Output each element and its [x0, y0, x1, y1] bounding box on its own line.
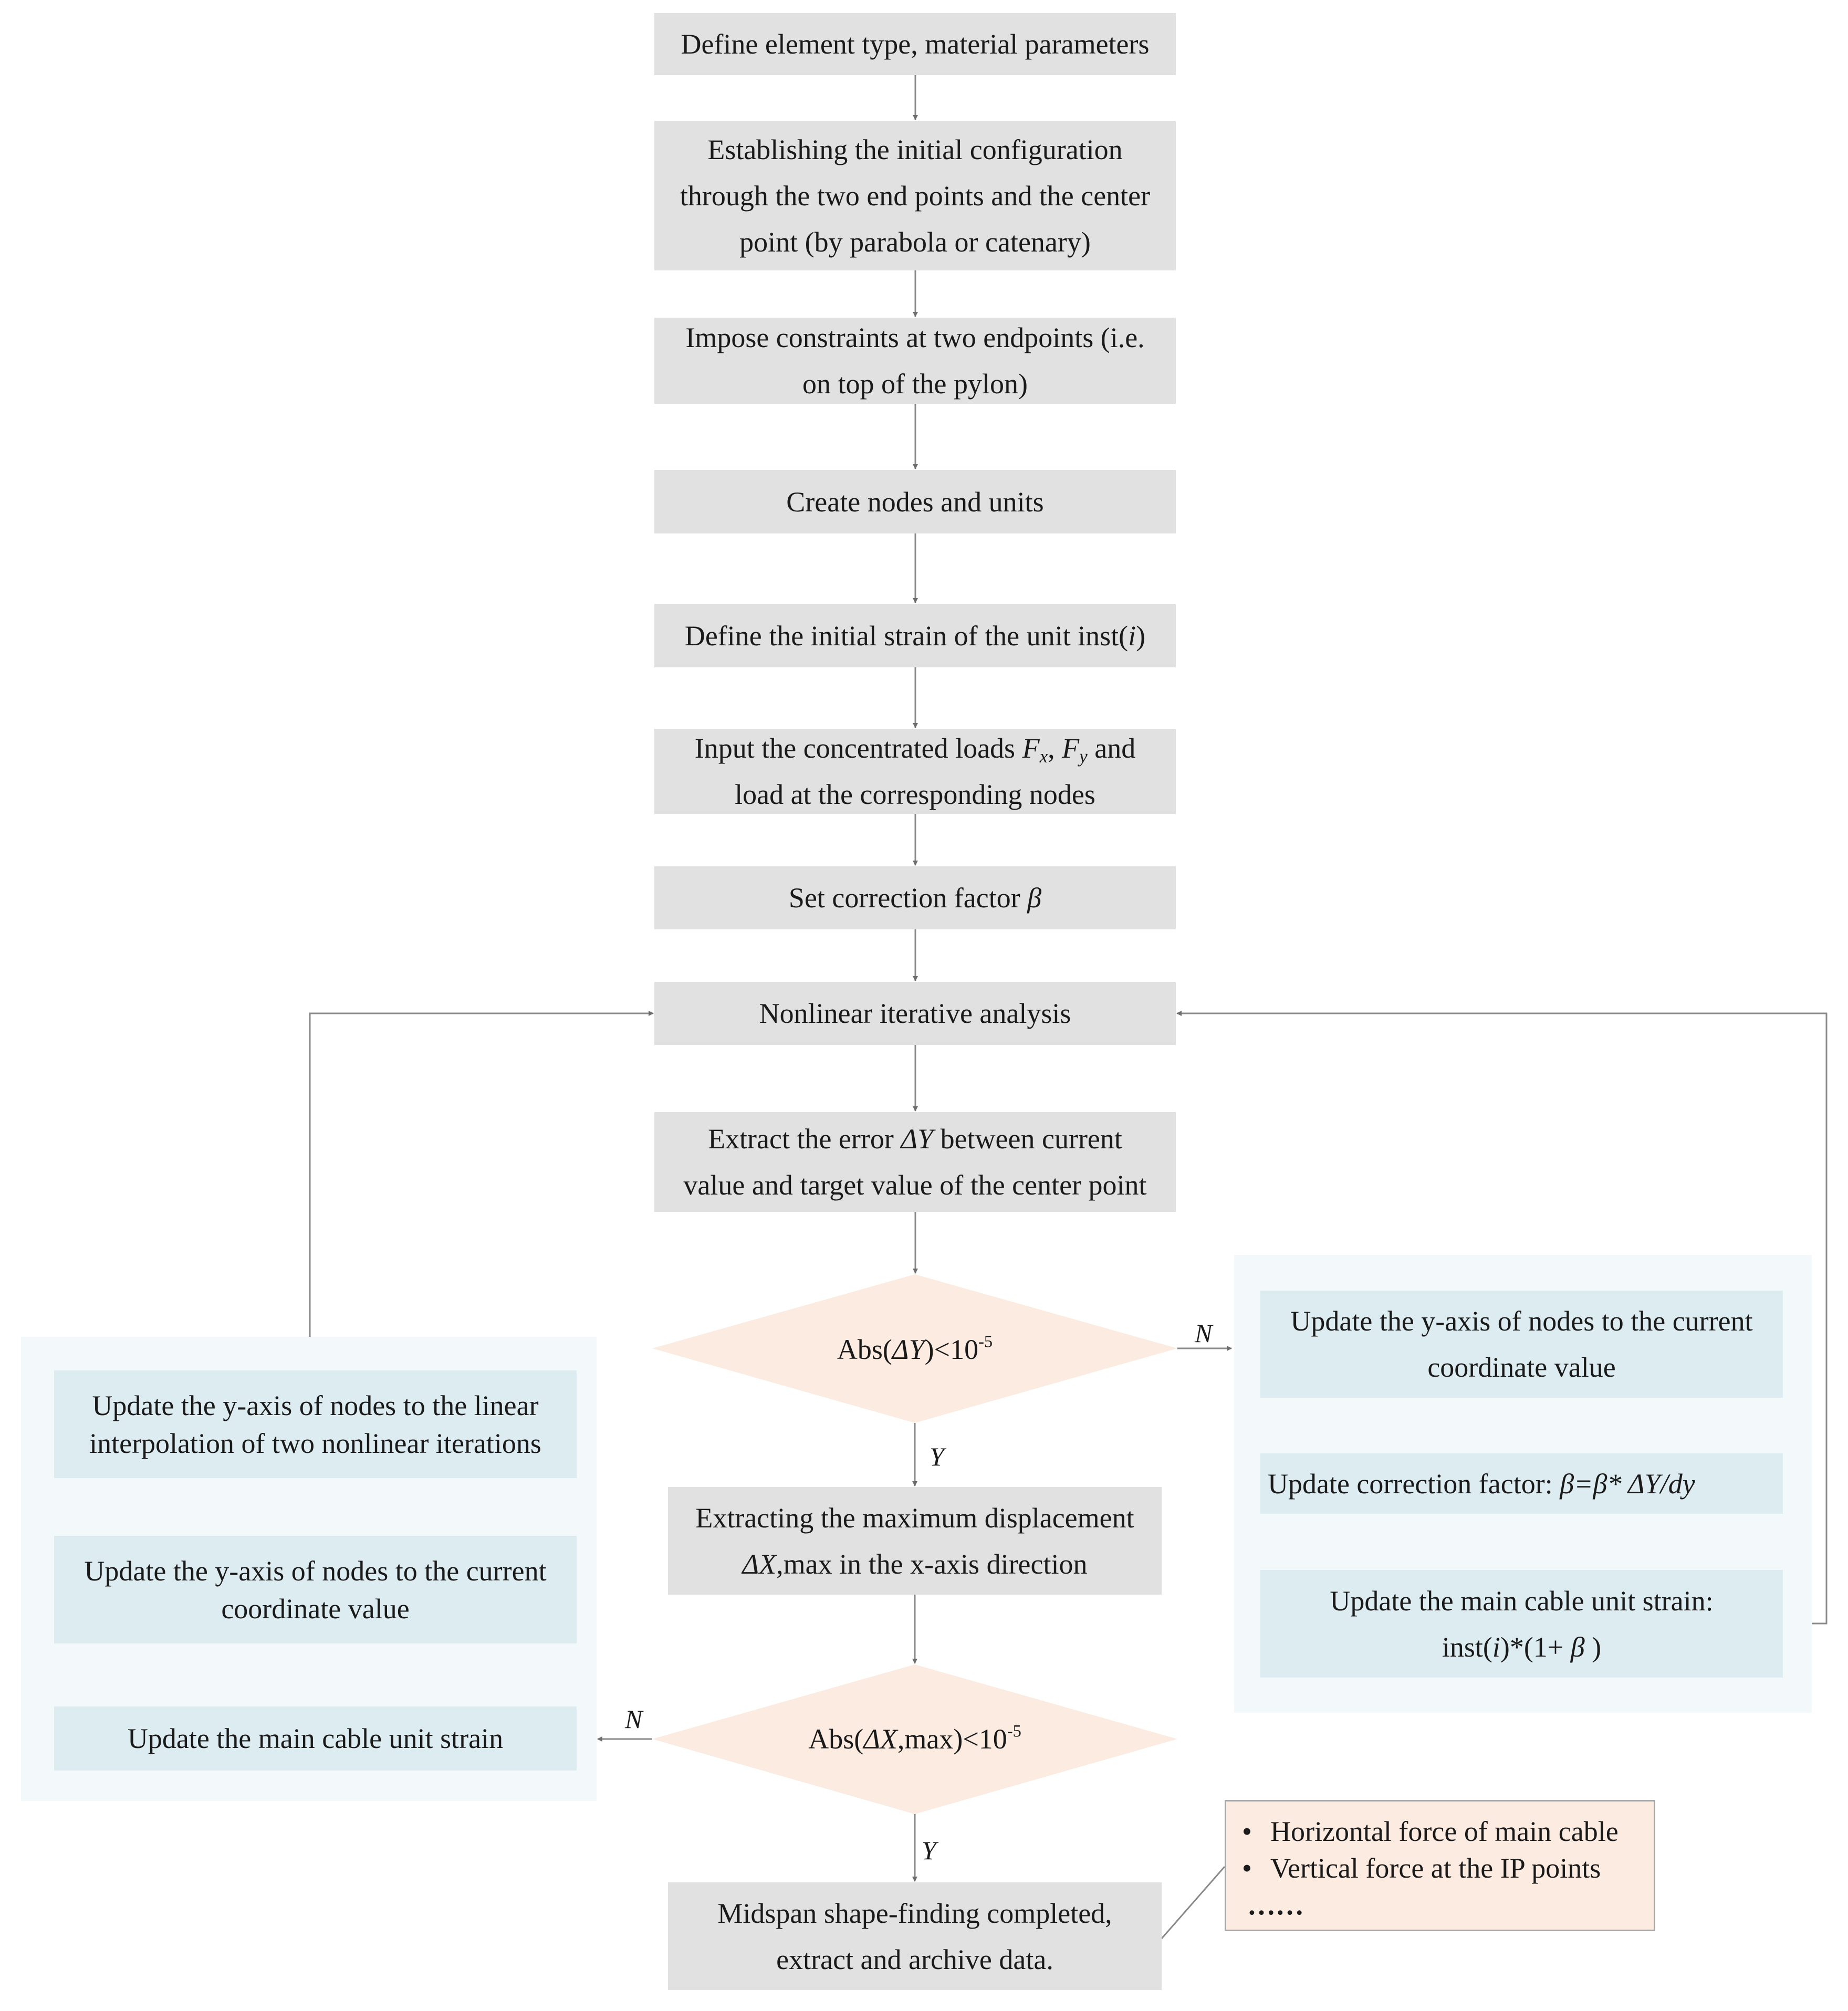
right-update-factor-text: Update correction factor: β=β* ΔY/dy — [1268, 1468, 1695, 1500]
note-item-1: Horizontal force of main cable — [1242, 1813, 1638, 1850]
label-n-right: N — [1195, 1318, 1213, 1348]
label-y-second: Y — [922, 1836, 936, 1865]
decision-delta-y-diamond — [652, 1274, 1177, 1423]
extract-error-step: Extract the error ΔY between current val… — [654, 1112, 1176, 1212]
define-strain-step: Define the initial strain of the unit in… — [654, 604, 1176, 667]
nonlinear-analysis-step: Nonlinear iterative analysis — [654, 982, 1176, 1045]
left-update-linear-line-1: Update the y-axis of nodes to the linear — [92, 1389, 539, 1421]
impose-constraints-line-1: Impose constraints at two endpoints (i.e… — [685, 322, 1145, 353]
left-update-current-line-1: Update the y-axis of nodes to the curren… — [84, 1555, 547, 1587]
output-note: Horizontal force of main cable Vertical … — [1225, 1800, 1655, 1931]
decision-delta-x-label: Abs(ΔX,max)<10-5 — [808, 1722, 1021, 1755]
establish-config-line-2: through the two end points and the cente… — [680, 180, 1151, 212]
define-strain-text: Define the initial strain of the unit in… — [684, 620, 1146, 652]
set-factor-text: Set correction factor β — [788, 882, 1042, 914]
left-update-current-line-2: coordinate value — [221, 1593, 410, 1625]
establish-config-line-1: Establishing the initial configuration — [707, 133, 1123, 165]
decision-delta-x-diamond — [652, 1664, 1177, 1814]
note-item-2: Vertical force at the IP points — [1242, 1850, 1638, 1887]
extract-max-line-1: Extracting the maximum displacement — [695, 1502, 1134, 1534]
right-update-current-line-1: Update the y-axis of nodes to the curren… — [1290, 1305, 1753, 1337]
left-update-linear-line-2: interpolation of two nonlinear iteration… — [89, 1427, 541, 1459]
edge-left-loop-back — [309, 1011, 654, 1337]
input-loads-line-1: Input the concentrated loads Fx, Fy and — [694, 732, 1136, 767]
left-update-strain-text: Update the main cable unit strain — [127, 1723, 504, 1754]
nonlinear-analysis-text: Nonlinear iterative analysis — [759, 998, 1071, 1029]
completed-step: Midspan shape-finding completed, extract… — [668, 1882, 1162, 1990]
input-loads-step: Input the concentrated loads Fx, Fy and … — [654, 729, 1176, 814]
decision-delta-y-label: Abs(ΔY)<10-5 — [837, 1332, 993, 1365]
impose-constraints-line-2: on top of the pylon) — [802, 368, 1028, 400]
impose-constraints-step: Impose constraints at two endpoints (i.e… — [654, 318, 1176, 404]
create-nodes-text: Create nodes and units — [786, 486, 1044, 518]
extract-error-line-1: Extract the error ΔY between current — [708, 1123, 1122, 1155]
create-nodes-step: Create nodes and units — [654, 470, 1176, 533]
left-update-strain-step: Update the main cable unit strain — [54, 1706, 577, 1771]
input-loads-line-2: load at the corresponding nodes — [735, 779, 1095, 810]
label-n-left: N — [625, 1704, 643, 1734]
right-update-current-line-2: coordinate value — [1427, 1352, 1616, 1383]
establish-config-line-3: point (by parabola or catenary) — [739, 226, 1091, 258]
define-element-step: Define element type, material parameters — [654, 13, 1176, 75]
left-update-linear-step: Update the y-axis of nodes to the linear… — [54, 1370, 577, 1478]
set-factor-step: Set correction factor β — [654, 866, 1176, 929]
extract-max-line-2: ΔX,max in the x-axis direction — [742, 1548, 1088, 1580]
left-update-current-step: Update the y-axis of nodes to the curren… — [54, 1536, 577, 1643]
right-update-strain-line-2: inst(i)*(1+ β ) — [1442, 1631, 1602, 1663]
completed-line-1: Midspan shape-finding completed, — [717, 1897, 1112, 1929]
edge-completed-to-note — [1161, 1866, 1226, 1939]
define-element-text: Define element type, material parameters — [681, 28, 1150, 60]
right-update-factor-step: Update correction factor: β=β* ΔY/dy — [1260, 1453, 1783, 1514]
right-update-strain-step: Update the main cable unit strain: inst(… — [1260, 1570, 1783, 1678]
note-ellipsis: …… — [1247, 1889, 1304, 1921]
label-y-first: Y — [930, 1442, 944, 1471]
right-update-current-step: Update the y-axis of nodes to the curren… — [1260, 1291, 1783, 1398]
establish-config-step: Establishing the initial configuration t… — [654, 121, 1176, 270]
extract-error-line-2: value and target value of the center poi… — [683, 1169, 1147, 1201]
extract-max-step: Extracting the maximum displacement ΔX,m… — [668, 1487, 1162, 1595]
right-update-strain-line-1: Update the main cable unit strain: — [1330, 1585, 1714, 1617]
completed-line-2: extract and archive data. — [776, 1943, 1053, 1975]
